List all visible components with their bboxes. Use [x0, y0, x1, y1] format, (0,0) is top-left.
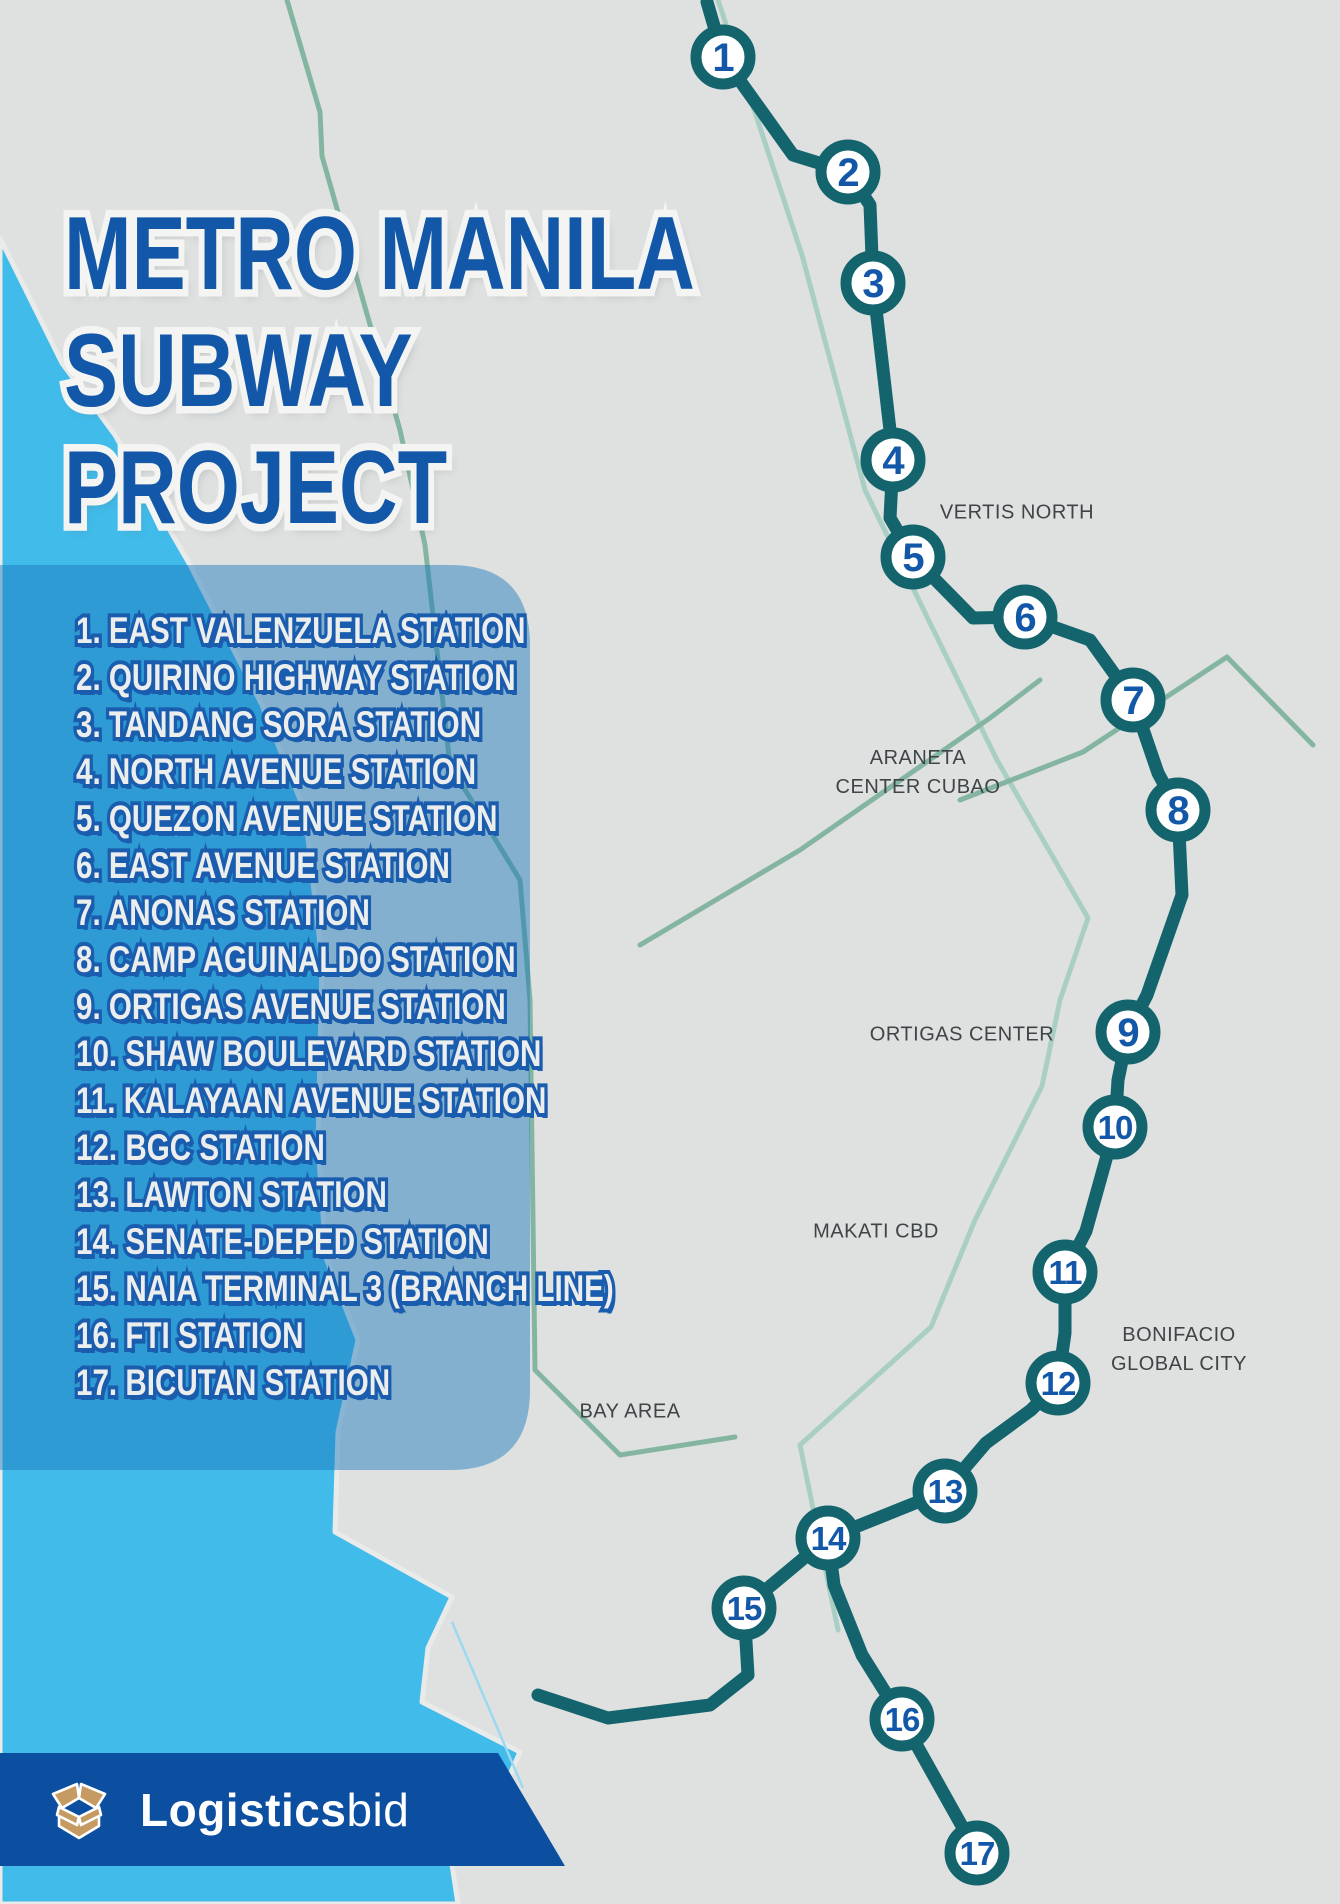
station-marker-3: 3 [840, 250, 906, 316]
label-bonifacio-global-city: BONIFACIO GLOBAL CITY [1111, 1321, 1247, 1379]
label-araneta-line2: CENTER CUBAO [835, 776, 1001, 798]
svg-text:14: 14 [811, 1520, 847, 1557]
station-marker-17: 17 [944, 1820, 1010, 1886]
svg-text:12: 12 [1041, 1365, 1076, 1402]
station-list-item-7: 7. ANONAS STATION [73, 888, 614, 937]
station-marker-11: 11 [1032, 1239, 1098, 1305]
station-list-item-1: 1. EAST VALENZUELA STATION [73, 606, 614, 655]
svg-text:13: 13 [928, 1473, 963, 1510]
svg-text:6: 6 [1014, 596, 1035, 640]
svg-text:4: 4 [882, 439, 905, 483]
station-marker-10: 10 [1082, 1094, 1148, 1160]
svg-text:11: 11 [1049, 1254, 1083, 1291]
station-list-item-3: 3. TANDANG SORA STATION [73, 700, 614, 749]
brand-banner: Logisticsbid [0, 1753, 565, 1866]
label-bgc-line1: BONIFACIO [1122, 1324, 1236, 1346]
station-list-item-2: 2. QUIRINO HIGHWAY STATION [73, 653, 614, 702]
station-list-item-15: 15. NAIA TERMINAL 3 (BRANCH LINE) [73, 1264, 617, 1313]
station-list-item-8: 8. CAMP AGUINALDO STATION [73, 935, 614, 984]
label-makati-cbd: MAKATI CBD [813, 1220, 939, 1243]
svg-text:8: 8 [1167, 789, 1189, 833]
station-markers: 1 2 3 4 5 6 7 [690, 24, 1211, 1886]
label-bgc-line2: GLOBAL CITY [1111, 1353, 1247, 1375]
label-vertis-north: VERTIS NORTH [939, 501, 1095, 524]
svg-text:15: 15 [727, 1590, 762, 1627]
road-pale-long [715, 0, 1091, 1633]
station-list-item-14: 14. SENATE-DEPED STATION [73, 1217, 614, 1266]
station-list: 1. EAST VALENZUELA STATION 2. QUIRINO HI… [73, 606, 617, 1407]
station-marker-12: 12 [1025, 1350, 1091, 1416]
svg-text:9: 9 [1117, 1011, 1138, 1055]
station-list-item-17: 17. BICUTAN STATION [73, 1358, 614, 1407]
station-list-item-5: 5. QUEZON AVENUE STATION [73, 794, 614, 843]
station-marker-13: 13 [912, 1458, 978, 1524]
svg-text:17: 17 [960, 1835, 995, 1872]
coast-boundary-line [450, 1621, 525, 1789]
title-line-1: METRO MANILA [58, 189, 701, 320]
station-marker-8: 8 [1145, 777, 1211, 843]
station-marker-16: 16 [869, 1686, 935, 1752]
station-marker-14: 14 [795, 1505, 861, 1571]
station-list-item-4: 4. NORTH AVENUE STATION [73, 747, 614, 796]
station-list-item-16: 16. FTI STATION [73, 1311, 614, 1360]
svg-text:16: 16 [885, 1701, 920, 1738]
brand-wordmark: Logisticsbid [140, 1783, 409, 1837]
station-list-item-11: 11. KALAYAAN AVENUE STATION [73, 1076, 614, 1125]
station-list-item-10: 10. SHAW BOULEVARD STATION [73, 1029, 614, 1078]
title-line-3: PROJECT [58, 423, 695, 554]
title-line-2: SUBWAY [58, 306, 695, 437]
brand-light-text: bid [346, 1783, 410, 1836]
svg-text:1: 1 [712, 36, 734, 80]
station-list-item-13: 13. LAWTON STATION [73, 1170, 614, 1219]
svg-text:5: 5 [902, 536, 924, 580]
svg-text:10: 10 [1098, 1109, 1133, 1146]
label-ortigas-center: ORTIGAS CENTER [869, 1023, 1055, 1046]
station-marker-7: 7 [1100, 667, 1166, 733]
station-list-item-12: 12. BGC STATION [73, 1123, 614, 1172]
station-marker-9: 9 [1095, 999, 1161, 1065]
station-marker-4: 4 [860, 427, 926, 493]
station-marker-6: 6 [992, 584, 1058, 650]
svg-text:3: 3 [862, 262, 883, 306]
svg-text:2: 2 [837, 151, 858, 195]
brand-bold-text: Logistics [140, 1783, 347, 1836]
label-bay-area: BAY AREA [579, 1400, 681, 1423]
label-araneta-center-cubao: ARANETA CENTER CUBAO [836, 744, 1001, 802]
station-marker-2: 2 [815, 139, 881, 205]
label-araneta-line1: ARANETA [869, 747, 967, 769]
station-list-item-9: 9. ORTIGAS AVENUE STATION [73, 982, 614, 1031]
svg-text:7: 7 [1122, 679, 1143, 723]
road-aurora [637, 677, 1043, 948]
station-list-item-6: 6. EAST AVENUE STATION [73, 841, 614, 890]
poster-title: METRO MANILA SUBWAY PROJECT [58, 189, 701, 554]
open-box-icon [51, 1782, 107, 1839]
station-marker-15: 15 [711, 1575, 777, 1641]
station-marker-1: 1 [690, 24, 756, 90]
station-marker-5: 5 [880, 524, 946, 590]
